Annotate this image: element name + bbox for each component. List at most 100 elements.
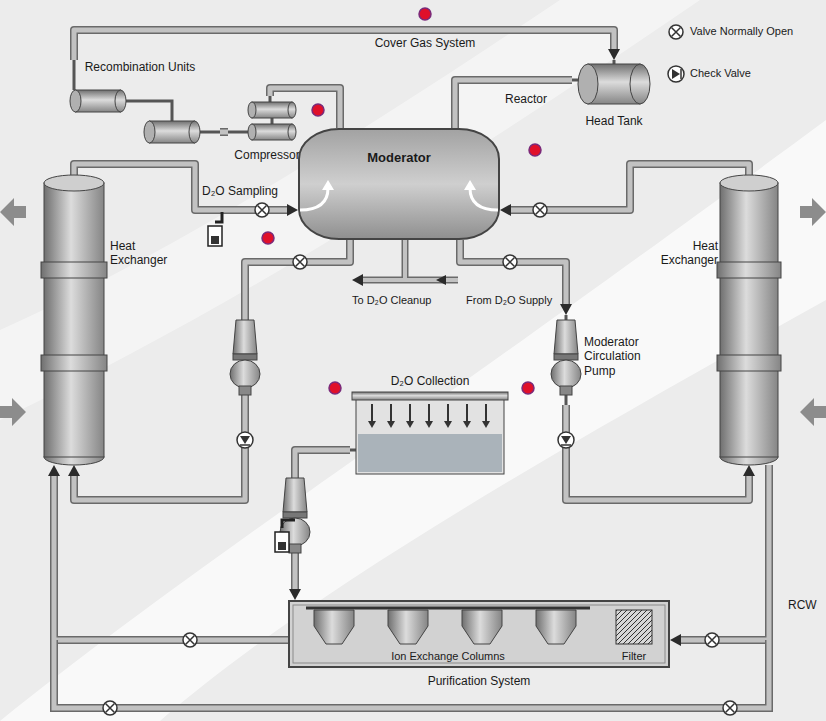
- valve-symbol: [533, 203, 547, 217]
- cylinder-end: [144, 121, 155, 143]
- filter: Filter: [606, 606, 662, 668]
- check-valve-symbol: [558, 432, 574, 448]
- red-marker: [262, 232, 274, 244]
- ion-column: [314, 610, 354, 644]
- valve-symbol: [293, 255, 307, 269]
- pipe-connector: [460, 240, 572, 315]
- cylinder-end: [70, 90, 81, 112]
- valve-symbol: [705, 633, 719, 647]
- ion-column: [536, 610, 576, 644]
- pipe: [565, 394, 568, 405]
- pipe: [306, 607, 590, 610]
- recombination-unit: Recombination Units: [60, 60, 220, 150]
- node-outline: [572, 60, 656, 156]
- heat-exchanger: Heat Exchanger: [654, 175, 780, 465]
- node-label: Moderator: [298, 150, 500, 166]
- purification-box: [289, 601, 669, 667]
- label-anchor: Cover Gas System: [365, 36, 485, 50]
- head-tank: Head Tank: [572, 60, 656, 156]
- legend-label: Valve Normally Open: [690, 25, 793, 38]
- node-label: D₂O Collection: [350, 374, 510, 388]
- pipe-connector: [74, 164, 298, 216]
- pipe-core: [679, 465, 769, 640]
- red-marker: [262, 8, 541, 394]
- arrow-head: [48, 465, 60, 476]
- sampling-tap: [282, 520, 295, 528]
- legend-symbol: [668, 25, 684, 82]
- manifold-pipe: [362, 240, 458, 280]
- tank-body: [356, 394, 504, 474]
- part-label: RCW: [788, 598, 822, 612]
- pipe-outline: [509, 164, 749, 210]
- pipe-core: [74, 30, 614, 60]
- drip-arrow: [444, 421, 452, 428]
- red-marker: [312, 104, 324, 116]
- reactor-vessel: Moderator: [298, 128, 500, 240]
- legend-symbol: [669, 25, 683, 39]
- flow-arrow: [0, 198, 26, 226]
- cylinder-end: [288, 124, 296, 140]
- flow-arrow: [800, 398, 826, 426]
- heat-exchanger-shape: [41, 175, 107, 465]
- legend-entry: Check Valve: [690, 67, 751, 80]
- node-label: Heat Exchanger: [656, 239, 718, 268]
- pipe-connector: [68, 240, 350, 500]
- label-anchor: From D₂O Supply: [466, 294, 562, 307]
- label-anchor: To D₂O Cleanup: [352, 294, 452, 307]
- pipe-connector: [48, 465, 288, 640]
- pipe-core: [220, 130, 228, 135]
- purification-system: Purification System Ion Exchange Columns F…: [288, 600, 670, 696]
- cylinder-end: [630, 64, 650, 104]
- cylinder-body: [76, 90, 121, 112]
- manifold-pipe: [352, 240, 458, 286]
- label-anchor: Reactor: [505, 92, 565, 106]
- part-label: D₂O Sampling: [202, 184, 294, 198]
- cylinder-body: [252, 102, 292, 118]
- cylinder-end: [248, 102, 256, 118]
- tank-lid: [352, 392, 508, 400]
- label-anchor: RCW: [788, 598, 822, 612]
- part-label: Cover Gas System: [365, 36, 485, 50]
- pipe-outline: [74, 240, 350, 500]
- sampling-tap: [208, 226, 222, 246]
- node-label: Ion Exchange Columns: [298, 650, 598, 663]
- pump-symbol: [551, 320, 581, 395]
- cylinder-end: [189, 121, 200, 143]
- tank-water: [358, 434, 502, 472]
- pipe-core: [74, 240, 350, 500]
- pipe-core: [455, 80, 572, 128]
- drip-arrow: [425, 421, 433, 428]
- cylinder-body: [150, 121, 195, 143]
- flow-arrow: [800, 198, 826, 226]
- compressor-shape: [228, 96, 296, 140]
- legend-entry: Valve Normally Open: [690, 25, 793, 38]
- arrow-head: [743, 465, 755, 476]
- pipe-outline: [220, 128, 228, 136]
- flow-arrow: [0, 398, 26, 426]
- pipe: [228, 131, 248, 134]
- drip-arrow: [406, 421, 414, 428]
- reactor-vessel-shape: [299, 129, 499, 239]
- collection-tank: D₂O Collection: [350, 372, 510, 476]
- pipe: [350, 449, 356, 452]
- pipe: [300, 188, 328, 210]
- red-marker: [329, 382, 341, 394]
- ion-exchange-columns: Ion Exchange Columns: [298, 606, 598, 668]
- arrow-head: [287, 204, 298, 216]
- arrow-head: [68, 465, 80, 476]
- node-label: Purification System: [288, 674, 670, 688]
- cylinder-body: [44, 183, 104, 457]
- pipe-core: [509, 164, 749, 210]
- filter-shape: [616, 610, 652, 644]
- manifold-pipe: [352, 274, 363, 286]
- valve-symbol: [503, 255, 517, 269]
- node-label: Head Tank: [572, 114, 656, 128]
- filter-element: [616, 610, 652, 644]
- arrow-head: [500, 204, 511, 216]
- legend-symbol: [668, 66, 684, 82]
- node-outline: [40, 175, 174, 465]
- pump-symbol: [230, 320, 260, 395]
- cylinder-end: [248, 124, 256, 140]
- cylinder-end: [288, 102, 296, 118]
- valve-symbol: [103, 701, 117, 715]
